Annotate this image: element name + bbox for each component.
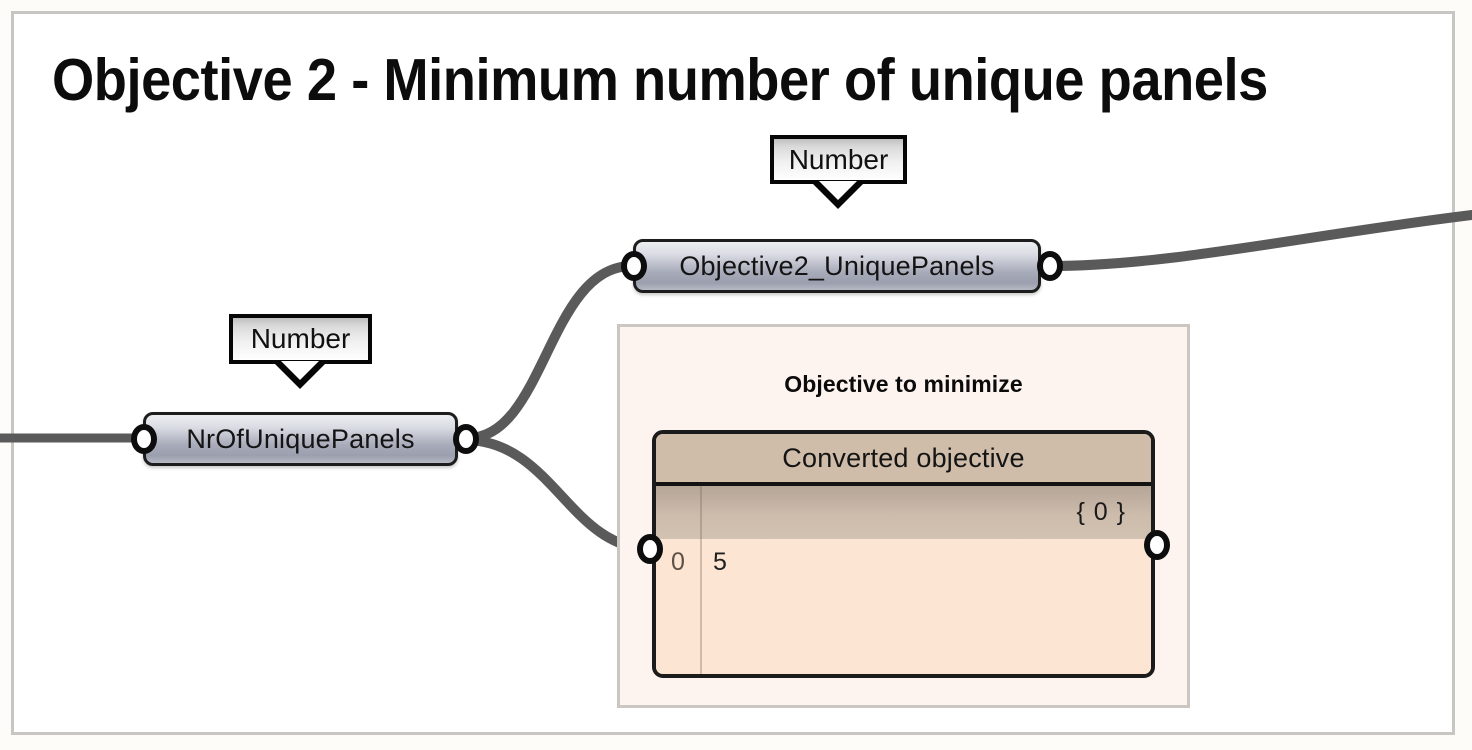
node-label: Objective2_UniquePanels [679,250,995,281]
page-title: Objective 2 - Minimum number of unique p… [52,47,1268,113]
panel-header: Converted objective [656,434,1151,486]
number-tooltip-top-tail-fill [819,181,857,200]
number-tooltip-bottom: Number [229,314,372,364]
row-index: 0 [671,548,685,576]
branch-path-label: { 0 } [1076,498,1126,526]
panel-input-port[interactable] [637,534,663,564]
branch-header-row: { 0 } [656,486,1151,539]
converted-objective-panel[interactable]: Converted objective { 0 } 0 5 [652,430,1155,678]
data-rows: 0 5 [656,539,1151,674]
nrofunique-input-port[interactable] [131,424,157,454]
nrofunique-output-port[interactable] [453,424,479,454]
number-tooltip-top: Number [770,135,907,184]
objective2-output-port[interactable] [1037,251,1063,281]
panel-output-port[interactable] [1144,530,1170,560]
row-value: 5 [713,548,727,576]
group-heading: Objective to minimize [784,371,1023,397]
number-tooltip-bottom-tail-fill [281,361,319,380]
node-label: NrOfUniquePanels [186,423,415,454]
tooltip-label: Number [250,323,351,354]
table-row: 0 5 [656,539,1151,585]
node-objective2-unique-panels[interactable]: Objective2_UniquePanels [633,239,1041,293]
tooltip-label: Number [788,143,889,175]
node-nr-of-unique-panels[interactable]: NrOfUniquePanels [143,412,458,466]
objective2-input-port[interactable] [621,251,647,281]
panel-body: { 0 } 0 5 [656,486,1151,674]
column-divider [700,486,702,674]
